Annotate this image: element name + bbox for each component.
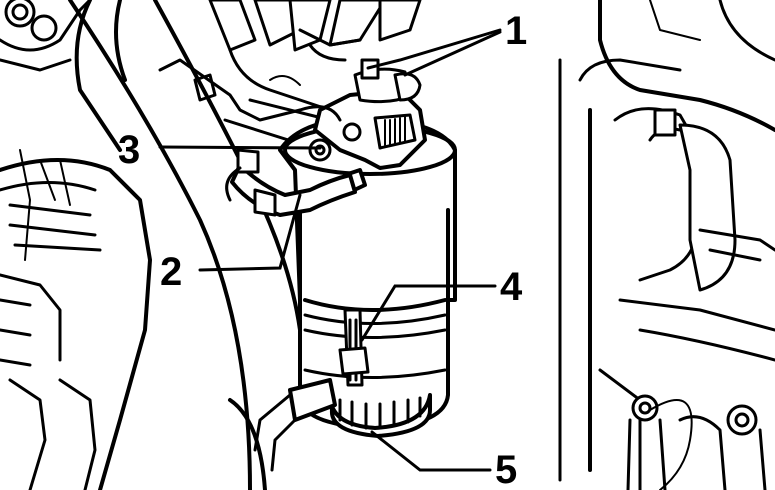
leader-2 bbox=[198, 193, 302, 272]
leader-4 bbox=[360, 284, 497, 342]
engine-top-left bbox=[0, 0, 127, 152]
callout-4: 4 bbox=[500, 265, 523, 309]
top-hoses bbox=[158, 0, 422, 152]
callout-3: 3 bbox=[118, 128, 140, 172]
callout-labels: 1 2 3 4 5 bbox=[118, 9, 527, 490]
engine-block-right bbox=[558, 0, 775, 490]
callout-5: 5 bbox=[495, 448, 517, 490]
callout-2: 2 bbox=[160, 250, 182, 294]
leader-1b bbox=[403, 30, 502, 77]
filter-head-valve bbox=[298, 58, 427, 170]
leader-3 bbox=[158, 145, 322, 150]
fuel-line bbox=[225, 148, 367, 472]
callout-1: 1 bbox=[505, 9, 527, 53]
leader-1 bbox=[366, 28, 502, 70]
leader-lines bbox=[158, 28, 502, 472]
alternator bbox=[0, 149, 152, 490]
leader-5 bbox=[370, 430, 492, 472]
